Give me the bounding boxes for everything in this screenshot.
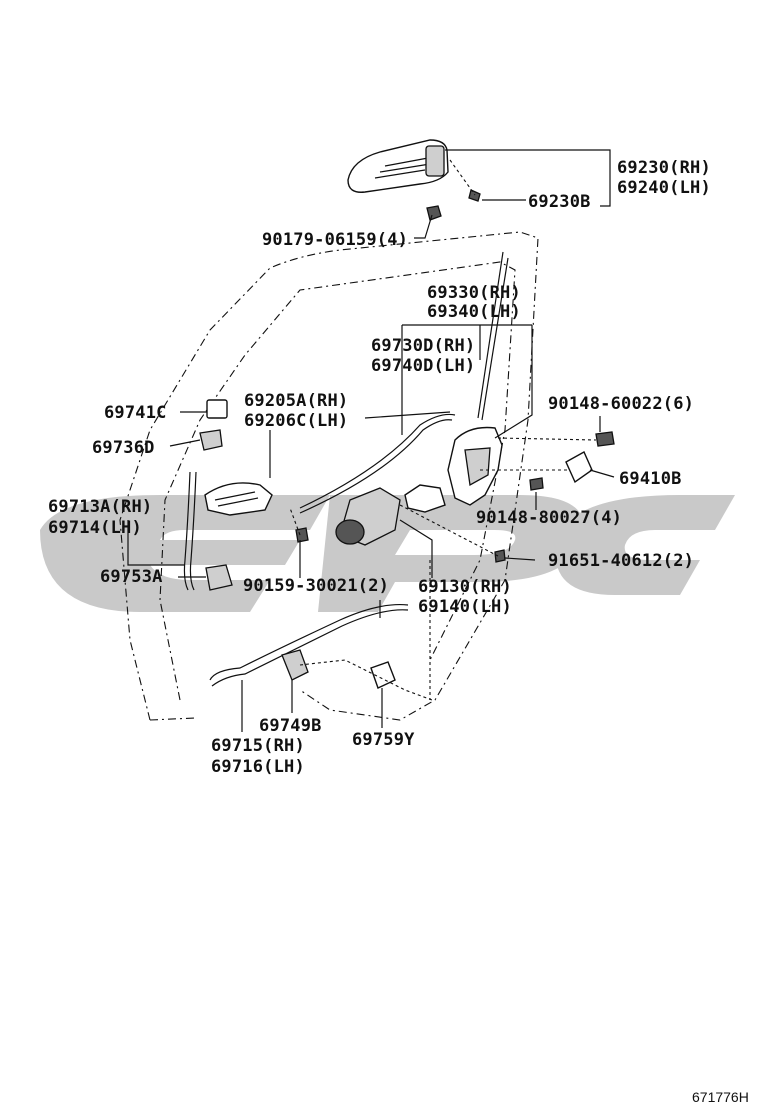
- label-69140: 69140(LH): [418, 597, 512, 617]
- door-lock-assembly: [335, 426, 503, 546]
- label-69713A: 69713A(RH): [48, 497, 152, 517]
- leader-lines: [127, 149, 615, 732]
- label-91651: 91651-40612(2): [548, 551, 694, 571]
- part-69759Y: [370, 661, 396, 689]
- label-69340: 69340(LH): [427, 302, 521, 322]
- label-69753A: 69753A: [100, 567, 163, 587]
- screw-69230B: [468, 189, 481, 202]
- label-69730D: 69730D(RH): [371, 336, 475, 356]
- label-69230: 69230(RH): [617, 158, 711, 178]
- label-69714: 69714(LH): [48, 518, 142, 538]
- screw-90148-80027: [529, 477, 544, 491]
- rods-and-cables: [183, 251, 509, 687]
- part-69736D: [199, 429, 223, 451]
- label-69230B: 69230B: [528, 192, 591, 212]
- clip-90159: [295, 527, 309, 543]
- label-69240: 69240(LH): [617, 178, 711, 198]
- label-90148-80027: 90148-80027(4): [476, 508, 622, 528]
- label-90148-60022: 90148-60022(6): [548, 394, 694, 414]
- label-69759Y: 69759Y: [352, 730, 415, 750]
- screw-91651: [494, 549, 506, 563]
- small-parts: [199, 399, 615, 689]
- label-69206C: 69206C(LH): [244, 411, 348, 431]
- label-90179: 90179-06159(4): [262, 230, 408, 250]
- screw-90148-60022: [595, 431, 615, 447]
- label-90159: 90159-30021(2): [243, 576, 389, 596]
- label-69749B: 69749B: [259, 716, 322, 736]
- label-69736D: 69736D: [92, 438, 155, 458]
- label-69740D: 69740D(LH): [371, 356, 475, 376]
- label-69330: 69330(RH): [427, 283, 521, 303]
- label-69741C: 69741C: [104, 403, 167, 423]
- part-69741C: [206, 399, 228, 419]
- label-69716: 69716(LH): [211, 757, 305, 777]
- figure-number: 671776H: [692, 1089, 749, 1105]
- label-69205A: 69205A(RH): [244, 391, 348, 411]
- inside-handle-part: [204, 482, 273, 516]
- bolt-90179: [426, 205, 442, 221]
- label-69715: 69715(RH): [211, 736, 305, 756]
- part-69749B: [281, 649, 309, 681]
- label-69130: 69130(RH): [418, 577, 512, 597]
- outside-handle-part: [347, 139, 449, 193]
- part-69753A: [205, 564, 233, 591]
- assembly-dotted-lines: [289, 159, 597, 701]
- label-69410B: 69410B: [619, 469, 682, 489]
- part-69410B: [565, 451, 593, 484]
